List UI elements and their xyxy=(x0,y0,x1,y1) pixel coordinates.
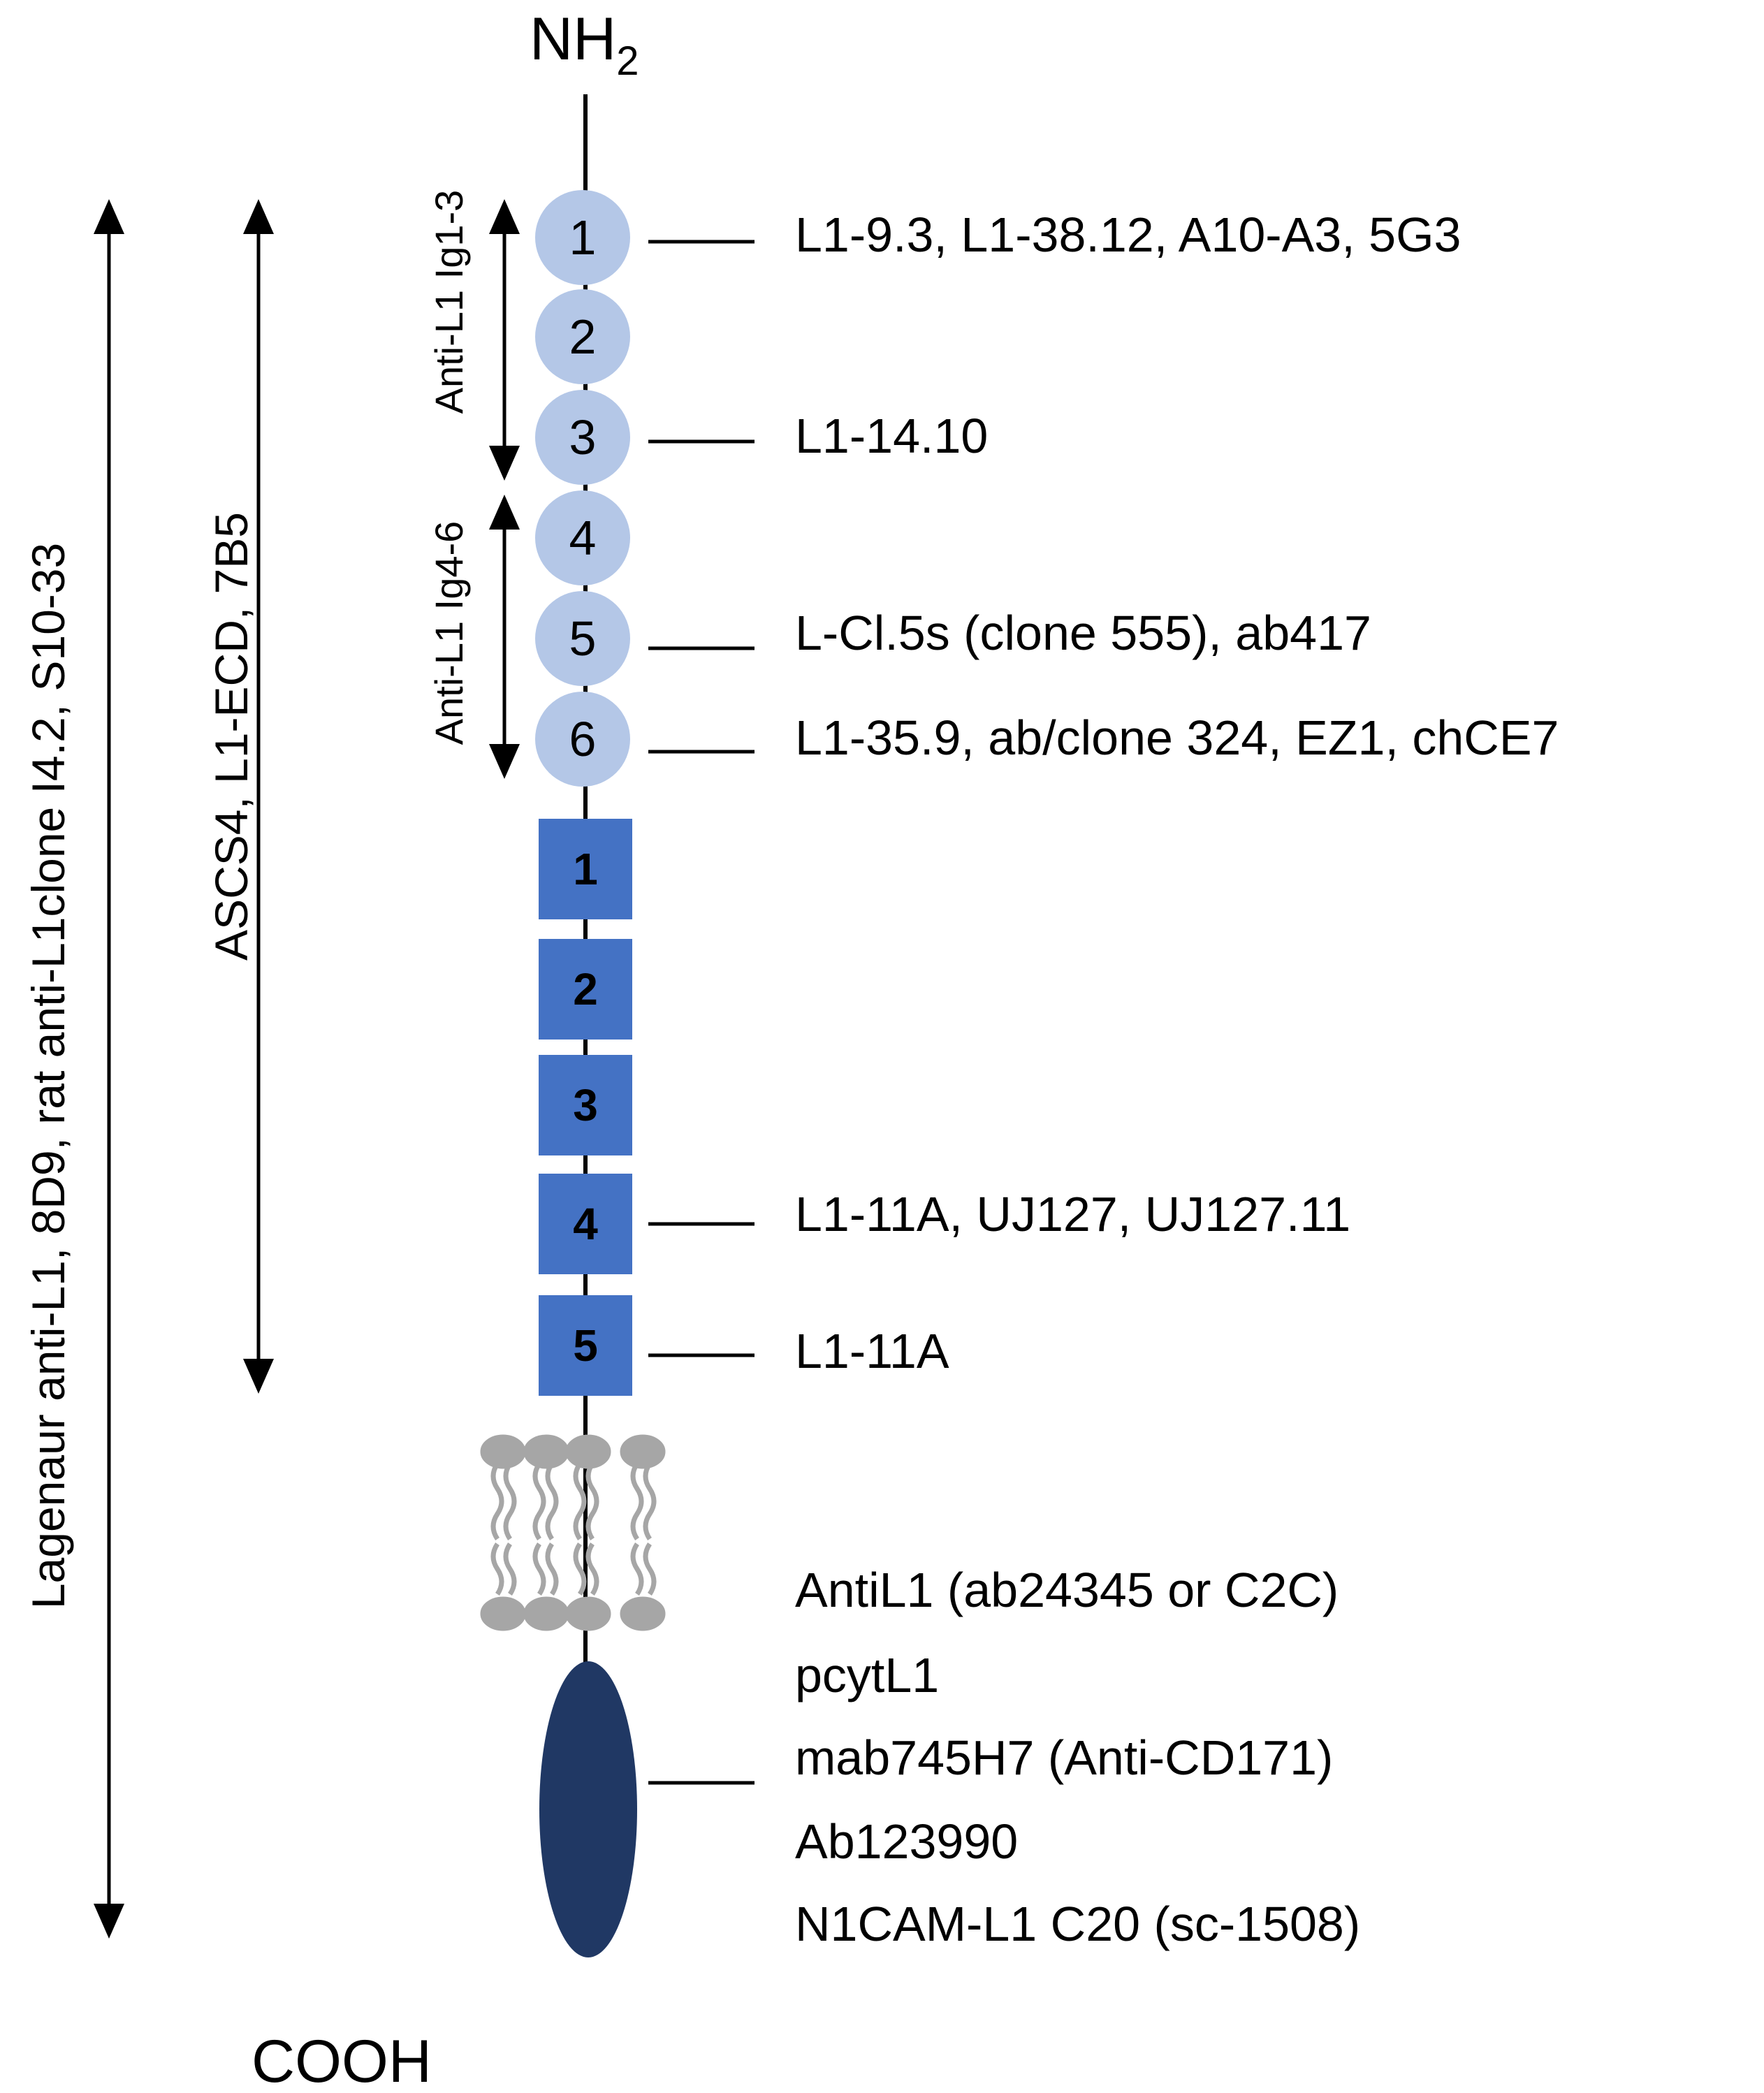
fn-domain-2: 2 xyxy=(539,939,632,1040)
fn-domains: 1 2 3 4 5 xyxy=(539,819,632,1396)
antibody-label-fn4: L1-11A, UJ127, UJ127.11 xyxy=(795,1187,1350,1241)
svg-text:2: 2 xyxy=(573,964,598,1014)
ig-domain-5: 5 xyxy=(535,591,630,686)
ig-domain-4: 4 xyxy=(535,490,630,585)
fn-domain-5: 5 xyxy=(539,1295,632,1396)
ecd-range-arrow xyxy=(243,199,274,1394)
antibody-label-fn5: L1-11A xyxy=(795,1324,949,1378)
svg-text:4: 4 xyxy=(569,511,597,565)
n-terminus-label: NH2 xyxy=(530,6,639,84)
antibody-label-ig1: L1-9.3, L1-38.12, A10-A3, 5G3 xyxy=(795,207,1461,262)
cytoplasmic-domain xyxy=(539,1661,637,1957)
ig1-3-antibody-label: Anti-L1 Ig1-3 xyxy=(427,190,471,414)
ig1-3-range-arrow xyxy=(489,199,520,481)
ig-domain-3: 3 xyxy=(535,390,630,485)
svg-text:6: 6 xyxy=(569,712,597,766)
antibody-label-cyto-5: N1CAM-L1 C20 (sc-1508) xyxy=(795,1897,1360,1951)
ecd-antibody-label: ASCS4, L1-ECD, 7B5 xyxy=(205,512,257,961)
svg-text:5: 5 xyxy=(569,611,597,666)
antibody-label-cyto-3: mab745H7 (Anti-CD171) xyxy=(795,1730,1333,1785)
antibody-label-cyto-4: Ab123990 xyxy=(795,1814,1018,1869)
antibody-labels: L1-9.3, L1-38.12, A10-A3, 5G3 L1-14.10 L… xyxy=(795,207,1559,1951)
full-length-range-arrow xyxy=(94,199,124,1939)
fn-domain-1: 1 xyxy=(539,819,632,919)
antibody-label-cyto-2: pcytL1 xyxy=(795,1648,939,1702)
range-arrows xyxy=(94,199,520,1939)
antibody-label-ig3: L1-14.10 xyxy=(795,409,988,463)
ig-domain-6: 6 xyxy=(535,692,630,787)
antibody-label-ig5: L-Cl.5s (clone 555), ab417 xyxy=(795,606,1371,660)
antibody-label-cyto-1: AntiL1 (ab24345 or C2C) xyxy=(795,1563,1339,1617)
svg-text:1: 1 xyxy=(569,210,597,265)
epitope-connectors xyxy=(648,240,755,1785)
svg-text:2: 2 xyxy=(569,309,597,364)
ig4-6-antibody-label: Anti-L1 Ig4-6 xyxy=(427,521,471,745)
ig4-6-range-arrow xyxy=(489,495,520,779)
ig-domain-2: 2 xyxy=(535,289,630,384)
svg-text:3: 3 xyxy=(569,410,597,465)
lipid-bilayer-icon xyxy=(480,1434,666,1631)
ig-domain-1: 1 xyxy=(535,190,630,285)
svg-text:3: 3 xyxy=(573,1080,598,1130)
svg-text:1: 1 xyxy=(573,844,598,894)
fn-domain-4: 4 xyxy=(539,1174,632,1274)
c-terminus-label: COOH xyxy=(252,2028,432,2093)
svg-text:4: 4 xyxy=(573,1199,598,1249)
ig-domains: 1 2 3 4 5 6 xyxy=(535,190,630,787)
antibody-label-ig6: L1-35.9, ab/clone 324, EZ1, chCE7 xyxy=(795,710,1559,765)
fn-domain-3: 3 xyxy=(539,1055,632,1155)
full-length-antibody-label: Lagenaur anti-L1, 8D9, rat anti-L1clone … xyxy=(22,543,74,1609)
svg-text:5: 5 xyxy=(573,1320,598,1371)
